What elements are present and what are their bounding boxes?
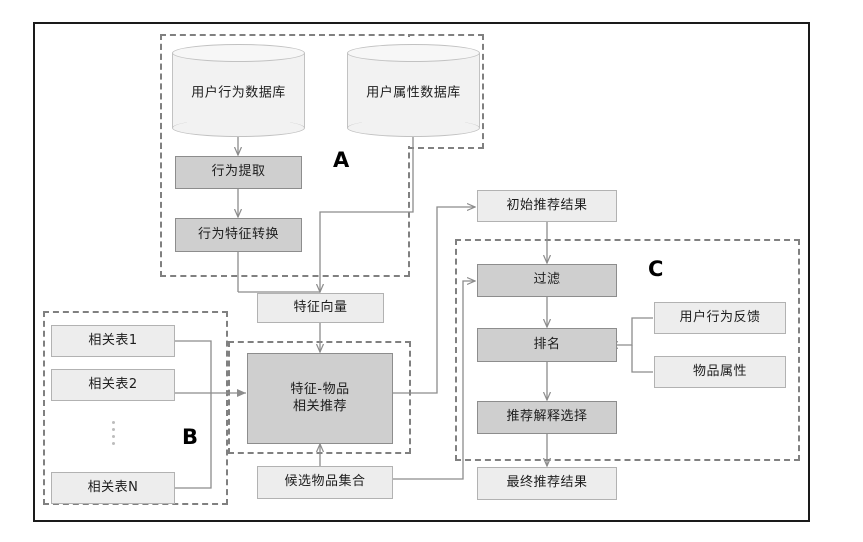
node-feature-item-recommend[interactable]: 特征-物品 相关推荐: [247, 353, 393, 444]
user-behavior-database[interactable]: 用户行为数据库: [172, 44, 305, 137]
group-c-label: C: [648, 257, 664, 281]
node-ranking[interactable]: 排名: [477, 328, 617, 362]
cylinder-top: [172, 44, 305, 62]
node-final-recommend-result[interactable]: 最终推荐结果: [477, 467, 617, 500]
node-feature-vector[interactable]: 特征向量: [257, 293, 384, 323]
cylinder-bottom: [172, 119, 305, 137]
group-a-notch-edge: [408, 147, 484, 149]
node-behavior-extraction[interactable]: 行为提取: [175, 156, 302, 189]
group-a-label: A: [333, 148, 350, 172]
group-b-label: B: [182, 425, 199, 449]
node-feature-item-recommend-line1: 特征-物品: [290, 382, 350, 398]
user-attribute-database-label: 用户属性数据库: [366, 85, 461, 100]
node-candidate-item-set[interactable]: 候选物品集合: [257, 466, 393, 499]
node-related-table-2[interactable]: 相关表2: [51, 369, 175, 401]
user-attribute-database[interactable]: 用户属性数据库: [347, 44, 480, 137]
node-recommend-explain-select[interactable]: 推荐解释选择: [477, 401, 617, 434]
related-tables-ellipsis: [112, 417, 115, 449]
group-b-boundary: [43, 311, 228, 505]
cylinder-top: [347, 44, 480, 62]
node-related-table-n[interactable]: 相关表N: [51, 472, 175, 504]
node-initial-recommend-result[interactable]: 初始推荐结果: [477, 190, 617, 222]
node-item-attribute[interactable]: 物品属性: [654, 356, 786, 388]
node-feature-item-recommend-line2: 相关推荐: [292, 398, 347, 414]
cylinder-body: [172, 53, 305, 128]
user-behavior-database-label: 用户行为数据库: [191, 85, 286, 100]
node-related-table-1[interactable]: 相关表1: [51, 325, 175, 357]
cylinder-bottom: [347, 119, 480, 137]
cylinder-body: [347, 53, 480, 128]
node-behavior-feature-transform[interactable]: 行为特征转换: [175, 218, 302, 252]
node-user-behavior-feedback[interactable]: 用户行为反馈: [654, 302, 786, 334]
node-filter[interactable]: 过滤: [477, 264, 617, 297]
